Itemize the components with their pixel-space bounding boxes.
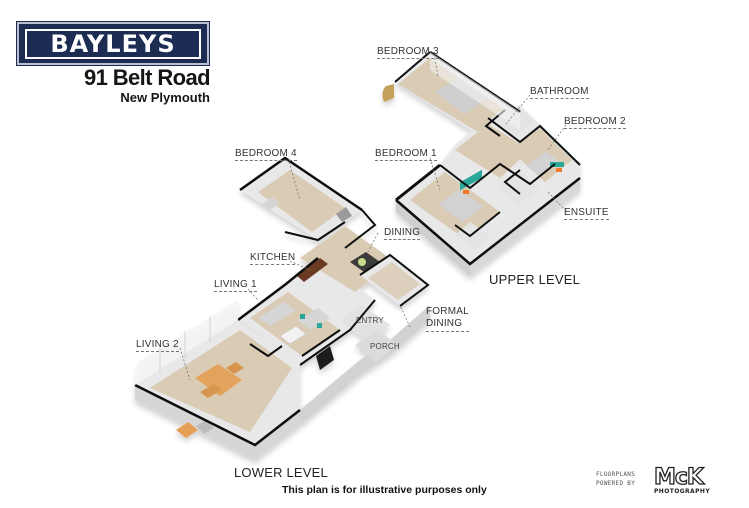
label-kitchen: KITCHEN (250, 252, 296, 265)
mck-logo: McK (653, 465, 704, 490)
property-suburb: New Plymouth (120, 90, 210, 105)
disclaimer-text: This plan is for illustrative purposes o… (282, 484, 487, 496)
label-bedroom-2: BEDROOM 2 (564, 116, 626, 129)
lower-level-plan (134, 156, 430, 460)
mck-photography-credit: FLOORPLANS POWERED BY McK PHOTOGRAPHY (596, 465, 716, 495)
label-formal-dining: FORMAL DINING (426, 306, 469, 332)
logo-inner-frame: BAYLEYS (25, 28, 201, 59)
property-address: 91 Belt Road (83, 65, 211, 90)
label-bedroom-4: BEDROOM 4 (235, 148, 297, 161)
bayleys-logo: BAYLEYS (16, 21, 210, 66)
label-living-2: LIVING 2 (136, 339, 179, 352)
credit-line-1: FLOORPLANS (596, 471, 636, 478)
label-formal-dining-line2: DINING (426, 318, 463, 329)
label-bathroom: BATHROOM (530, 86, 589, 99)
label-dining: DINING (384, 227, 421, 240)
label-ensuite: ENSUITE (564, 207, 609, 220)
credit-line-2: POWERED BY (596, 480, 636, 487)
lower-level-label: LOWER LEVEL (234, 465, 328, 480)
label-bedroom-3: BEDROOM 3 (377, 46, 439, 59)
label-porch: PORCH (370, 342, 400, 351)
label-leaders (179, 53, 567, 381)
upper-level-plan (382, 50, 581, 276)
upper-level-label: UPPER LEVEL (489, 272, 581, 287)
label-living-1: LIVING 1 (214, 279, 257, 292)
label-entry: ENTRY (356, 316, 384, 325)
label-formal-dining-line1: FORMAL (426, 306, 469, 317)
label-bedroom-1: BEDROOM 1 (375, 148, 437, 161)
mck-logo-subtitle: PHOTOGRAPHY (654, 488, 711, 495)
brand-name: BAYLEYS (50, 29, 176, 58)
